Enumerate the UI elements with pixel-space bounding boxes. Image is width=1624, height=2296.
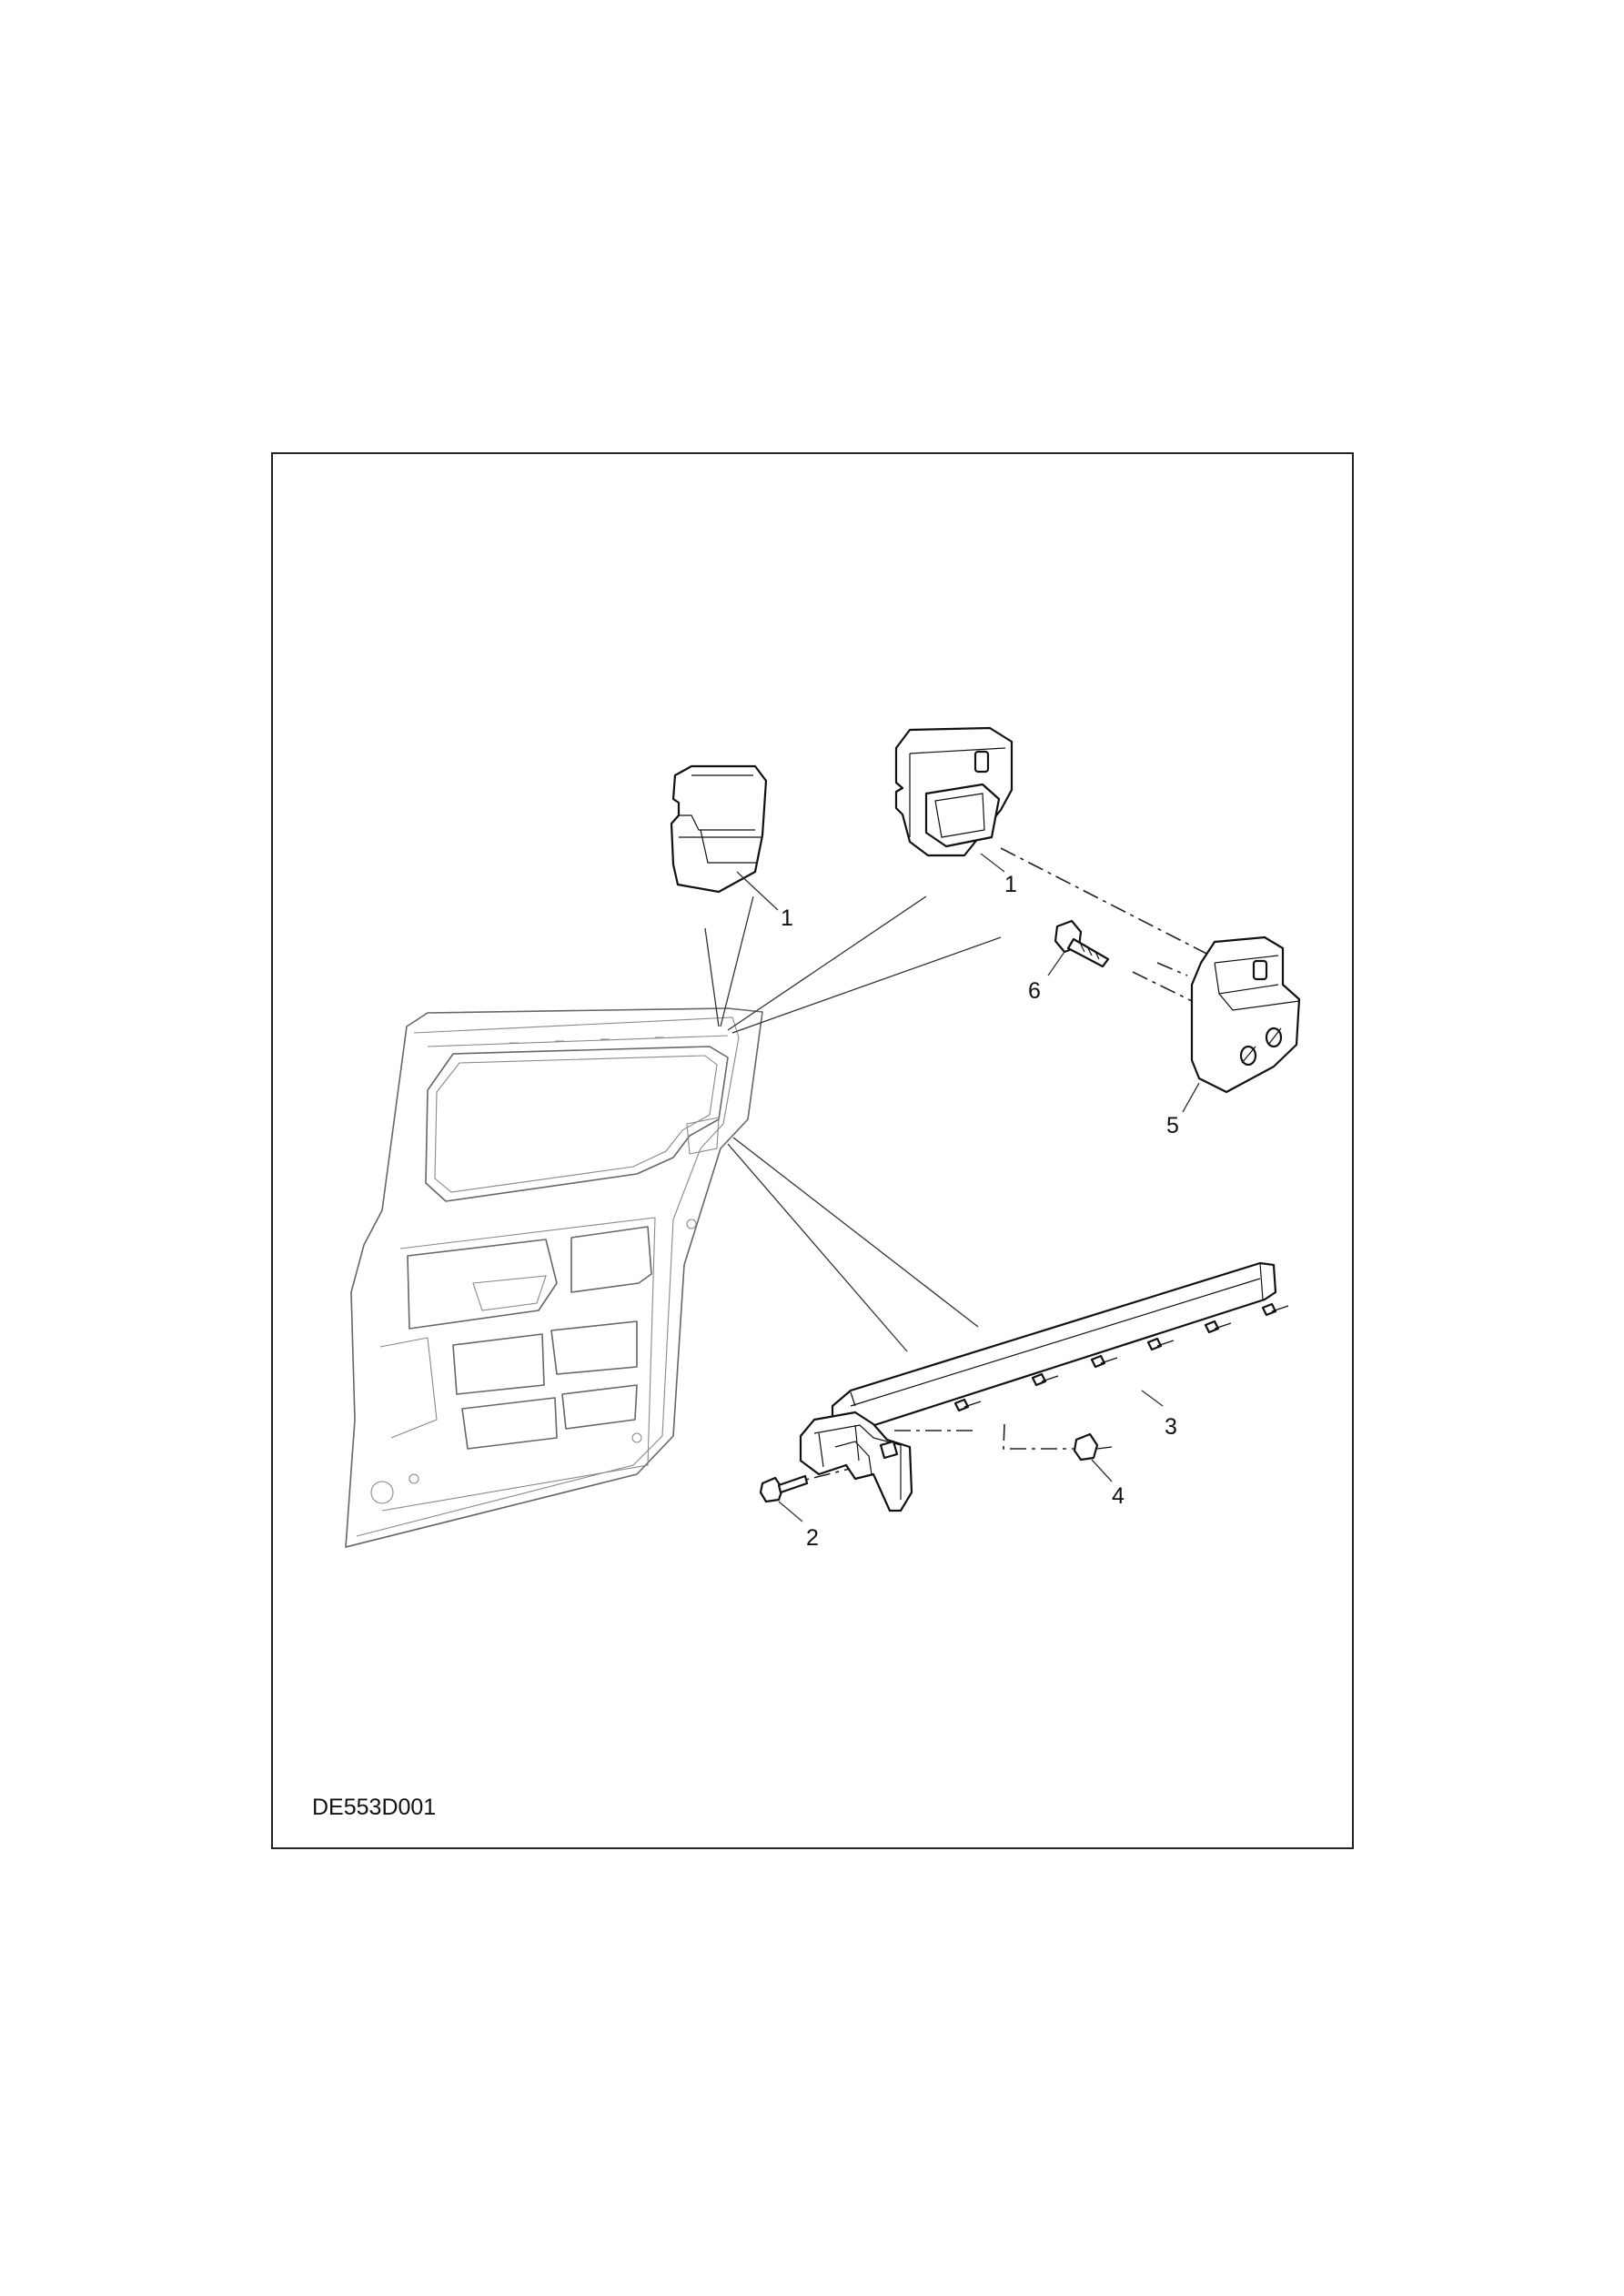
callout-2: 2 (806, 1525, 819, 1551)
callout-1-left: 1 (781, 905, 793, 931)
callout-labels: 1 1 6 5 3 4 2 (781, 872, 1179, 1551)
reference-leader-lines (704, 895, 1002, 1352)
door-stop-bracket-5 (1182, 936, 1301, 1113)
screw-2 (759, 1474, 809, 1522)
callout-4: 4 (1112, 1483, 1125, 1509)
rail-end-bracket (799, 1411, 913, 1512)
diagram-frame (271, 452, 1354, 1849)
figure-id-label: DE553D001 (312, 1795, 437, 1820)
lower-guide-rail-3 (831, 1261, 1289, 1438)
callout-6: 6 (1028, 978, 1041, 1004)
callout-3: 3 (1165, 1414, 1177, 1440)
callout-5: 5 (1166, 1113, 1179, 1138)
bolt-6 (1047, 919, 1110, 976)
door-stop-housing-right (894, 726, 1014, 873)
nut-4 (1073, 1432, 1113, 1482)
rail-studs (953, 1302, 1289, 1412)
sliding-door-panel (345, 1007, 763, 1548)
alignment-lines (783, 847, 1220, 1486)
door-stop-cover-left (670, 764, 779, 911)
callout-1-right: 1 (1004, 872, 1017, 897)
